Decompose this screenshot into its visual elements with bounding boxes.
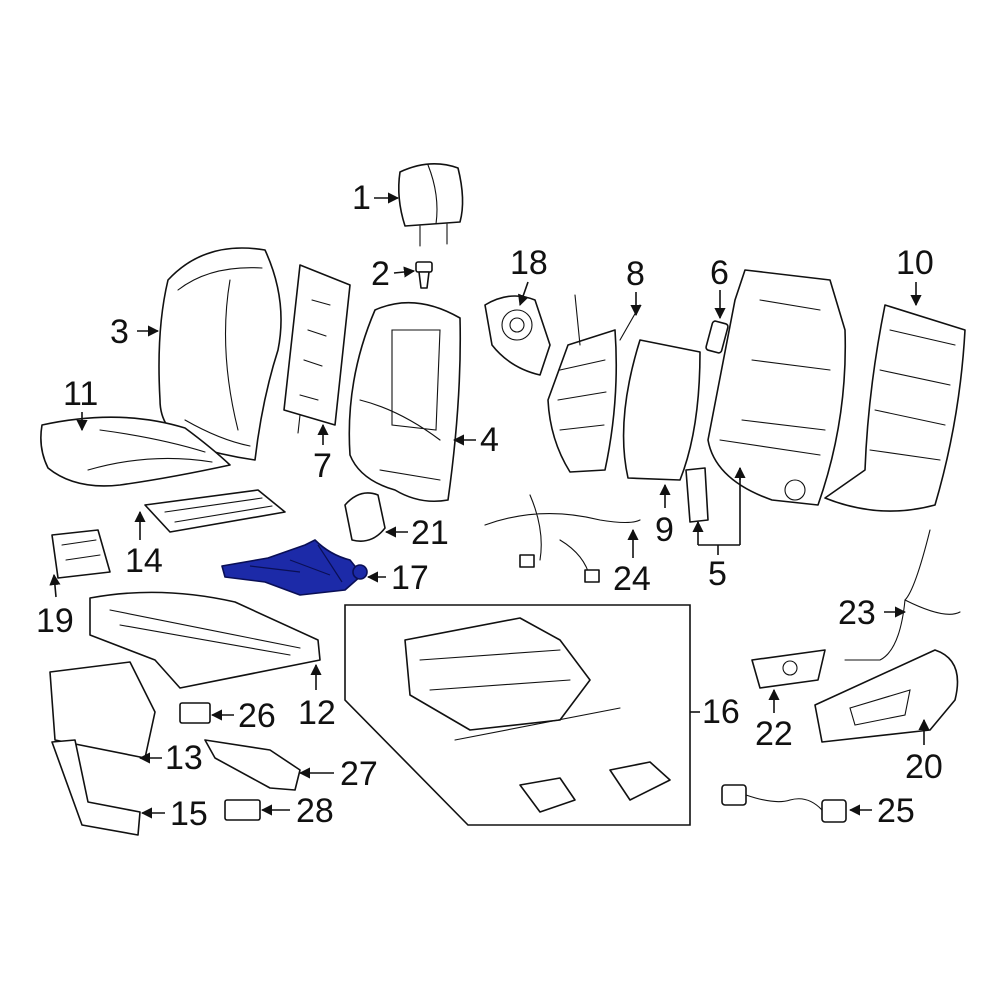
harness-part (721, 784, 847, 823)
callout-24: 24 (613, 560, 651, 598)
bracket-part (204, 739, 301, 791)
callout-22: 22 (755, 715, 793, 753)
side-cover-part (344, 492, 386, 542)
callout-6: 6 (710, 254, 729, 292)
seat-track-group (344, 604, 691, 826)
headrest-guide-part (415, 261, 433, 289)
callout-2: 2 (371, 255, 390, 293)
callout-10: 10 (896, 244, 934, 282)
lumbar-frame-part (547, 294, 641, 473)
back-panel-part (824, 304, 966, 512)
module-part (224, 799, 261, 821)
callout-11: 11 (63, 375, 98, 413)
callout-1: 1 (352, 179, 371, 217)
callout-9: 9 (655, 511, 674, 549)
wire-harness-part (484, 494, 641, 583)
switch-part (705, 320, 729, 354)
callout-7: 7 (313, 447, 332, 485)
seatback-cover-part (158, 247, 282, 461)
cushion-frame-part (89, 591, 321, 689)
callout-16: 16 (702, 693, 740, 731)
callout-4: 4 (480, 421, 499, 459)
highlighted-bracket-part (221, 539, 368, 596)
seatback-frame-part (685, 269, 847, 523)
cable-part (844, 529, 961, 661)
seat-heater-part (144, 489, 286, 533)
trim-part (51, 739, 141, 836)
callout-15: 15 (170, 795, 208, 833)
callout-27: 27 (340, 755, 378, 793)
control-unit-part (51, 529, 111, 579)
callout-12: 12 (298, 694, 336, 732)
leader-lines (49, 192, 930, 819)
side-shield-part (49, 661, 156, 759)
callout-21: 21 (411, 514, 449, 552)
callout-14: 14 (125, 542, 163, 580)
callout-labels: 1 2 3 4 5 6 7 8 9 10 11 12 13 14 15 16 1… (36, 179, 943, 833)
callout-20: 20 (905, 748, 943, 786)
side-trim-part (814, 649, 959, 743)
callout-8: 8 (626, 255, 645, 293)
headrest-part (398, 163, 464, 247)
callout-18: 18 (510, 244, 548, 282)
callout-17: 17 (391, 559, 429, 597)
seatback-back-cover-part (348, 301, 462, 503)
callout-23: 23 (838, 594, 876, 632)
cushion-cover-part (40, 416, 231, 487)
callout-19: 19 (36, 602, 74, 640)
back-pad-part (622, 339, 701, 481)
seatback-pad-part (283, 264, 351, 434)
callout-3: 3 (110, 313, 129, 351)
seat-switch-part (751, 649, 826, 689)
callout-25: 25 (877, 792, 915, 830)
lumbar-support-part (484, 295, 551, 376)
callout-13: 13 (165, 739, 203, 777)
callout-28: 28 (296, 792, 334, 830)
clip-part (179, 702, 211, 724)
callout-5: 5 (708, 555, 727, 593)
callout-26: 26 (238, 697, 276, 735)
